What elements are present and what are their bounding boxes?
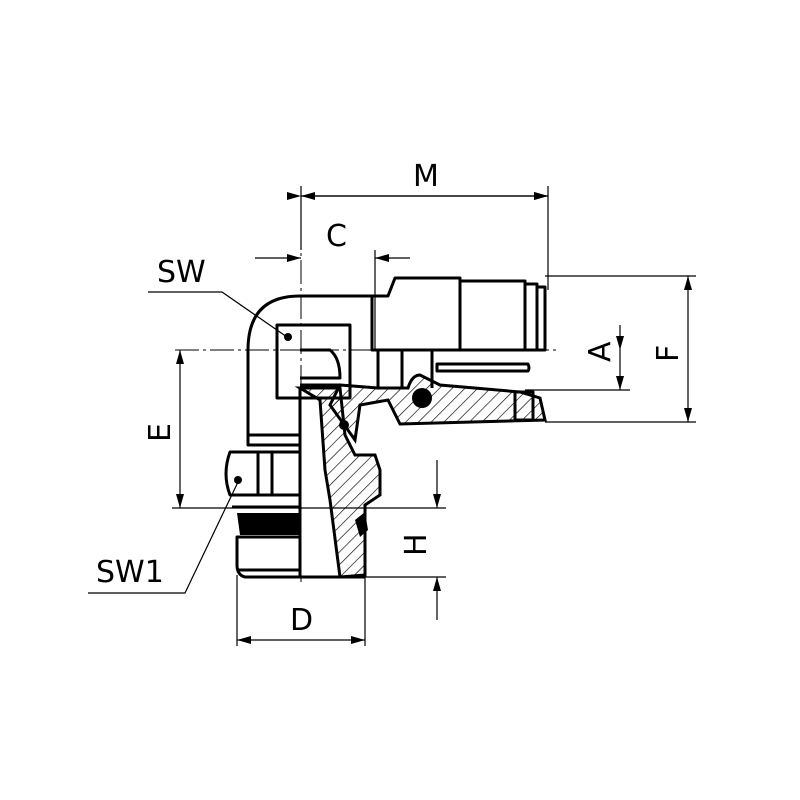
sw-leader <box>148 291 288 338</box>
label-c: C <box>326 219 347 254</box>
push-in-collet <box>328 276 547 444</box>
hex-nut-sw1 <box>224 450 302 509</box>
label-a: A <box>583 341 618 362</box>
sectioned-half <box>294 386 382 579</box>
thread-and-seal <box>235 513 302 579</box>
elbow-body <box>246 294 388 447</box>
label-m: M <box>413 159 439 194</box>
extension-lines <box>172 186 696 646</box>
label-d: D <box>290 603 313 638</box>
label-h: H <box>399 533 434 556</box>
label-f: F <box>651 345 686 362</box>
sw1-leader <box>88 481 239 594</box>
label-e: E <box>143 423 178 442</box>
label-sw: SW <box>157 255 206 290</box>
label-sw1: SW1 <box>96 555 164 590</box>
